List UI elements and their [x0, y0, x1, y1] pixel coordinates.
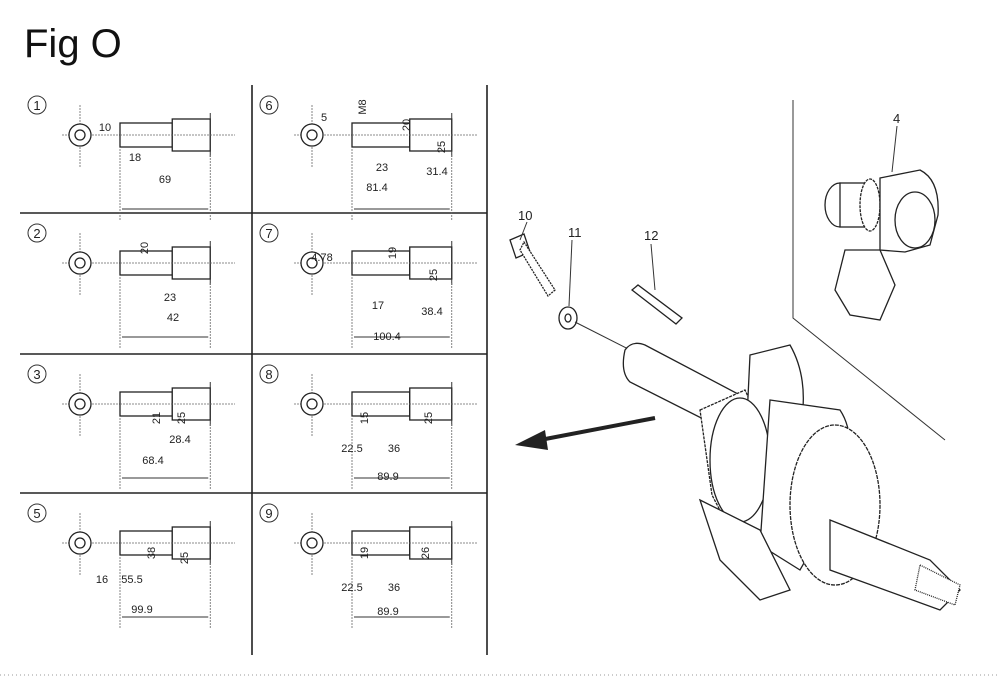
crankshaft-part: [574, 321, 961, 611]
direction-arrow: [515, 416, 656, 450]
dimension-label: 36: [388, 443, 400, 455]
end-view-inner-icon: [306, 537, 318, 549]
end-view-inner-icon: [306, 257, 318, 269]
end-view-inner-icon: [74, 537, 86, 549]
panel-number-circle: [259, 95, 279, 115]
panel-number: 8: [265, 367, 272, 382]
dimension-label: 21: [151, 412, 163, 424]
end-view-inner-icon: [74, 257, 86, 269]
panel-number: 1: [33, 98, 40, 113]
panel-8: 8 15 25 22.5 36 89.9: [259, 364, 477, 489]
panel-number-circle: [259, 223, 279, 243]
dimension-label: 17: [372, 300, 384, 312]
dimension-label: 26: [420, 547, 432, 559]
panel-1: 1 10 18 69: [27, 95, 235, 220]
panel-number-circle: [259, 503, 279, 523]
panel-number: 2: [33, 226, 40, 241]
dimension-label: 69: [159, 174, 171, 186]
dimension-label: 20: [401, 119, 413, 131]
callout-11: 11: [568, 225, 582, 240]
panel-number: 3: [33, 367, 40, 382]
callout-4: 4: [893, 111, 900, 126]
bolt-part: [509, 233, 556, 297]
dimension-label: 25: [423, 412, 435, 424]
dimension-label: 25: [428, 269, 440, 281]
panel-7: 7 4.78 19 25 17 38.4 100.4: [259, 223, 477, 348]
dimension-label: 25: [436, 141, 448, 153]
dimension-label: M8: [357, 99, 369, 114]
dimension-label: 23: [376, 162, 388, 174]
end-view-inner-icon: [74, 129, 86, 141]
panel-number: 9: [265, 506, 272, 521]
dimension-label: 99.9: [131, 604, 152, 616]
panel-number: 6: [265, 98, 272, 113]
crankshaft-detail-inset: [824, 169, 939, 321]
end-view-inner-icon: [306, 398, 318, 410]
end-view-inner-icon: [306, 129, 318, 141]
dimension-label: 31.4: [426, 166, 447, 178]
dimension-label: 55.5: [121, 574, 142, 586]
panel-number-circle: [27, 364, 47, 384]
dimension-label: 89.9: [377, 471, 398, 483]
dimension-label: 16: [96, 574, 108, 586]
dimension-label: 89.9: [377, 606, 398, 618]
figure-title: Fig O: [24, 22, 122, 66]
dimension-label: 4.78: [311, 252, 332, 264]
panel-number: 5: [33, 506, 40, 521]
callout-leaders: [519, 125, 898, 307]
callout-12: 12: [644, 228, 658, 243]
inset-frame: [792, 100, 946, 441]
dimension-label: 68.4: [142, 455, 163, 467]
dimension-label: 28.4: [169, 434, 190, 446]
dimension-label: 5: [321, 112, 327, 124]
panel-number-circle: [27, 503, 47, 523]
dimension-label: 18: [129, 152, 141, 164]
panel-5: 5 38 25 16 55.5 99.9: [27, 503, 235, 628]
dimension-label: 22.5: [341, 582, 362, 594]
washer-part: [558, 306, 578, 330]
dimension-label: 25: [179, 552, 191, 564]
panel-number-circle: [27, 95, 47, 115]
callout-10: 10: [518, 208, 532, 223]
panel-number-circle: [259, 364, 279, 384]
panel-number: 7: [265, 226, 272, 241]
dimension-label: 38: [146, 547, 158, 559]
dimension-label: 19: [387, 247, 399, 259]
key-part: [630, 284, 683, 325]
dimension-label: 36: [388, 582, 400, 594]
dimension-label: 19: [359, 547, 371, 559]
dimension-label: 81.4: [366, 182, 387, 194]
dimension-label: 23: [164, 292, 176, 304]
panel-9: 9 19 26 22.5 36 89.9: [259, 503, 477, 628]
panel-3: 3 21 25 28.4 68.4: [27, 364, 235, 489]
panel-grid: [20, 85, 488, 655]
panel-2: 2 20 23 42: [27, 223, 235, 348]
end-view-inner-icon: [74, 398, 86, 410]
dimension-label: 10: [99, 122, 111, 134]
dimension-label: 42: [167, 312, 179, 324]
dimension-label: 22.5: [341, 443, 362, 455]
dimension-label: 15: [359, 412, 371, 424]
panel-number-circle: [27, 223, 47, 243]
dimension-label: 100.4: [373, 331, 401, 343]
dimension-label: 20: [139, 242, 151, 254]
panel-6: 6 5 M8 20 25 23 31.4 81.4: [259, 95, 477, 220]
dimension-label: 25: [176, 412, 188, 424]
dimension-label: 38.4: [421, 306, 442, 318]
